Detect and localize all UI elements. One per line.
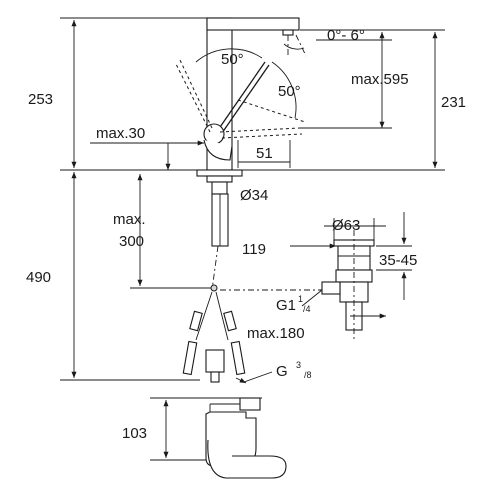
label-tilt: 0°- 6° bbox=[327, 27, 365, 44]
label-drain-max180: max.180 bbox=[247, 325, 305, 342]
hose-end-right bbox=[230, 340, 246, 376]
label-drain-range: 35-45 bbox=[379, 252, 417, 269]
label-thread-g: G bbox=[276, 363, 288, 380]
hose-fitting-right bbox=[223, 310, 237, 332]
label-thread-g-sup: 3 bbox=[296, 360, 301, 370]
label-thread-g1-sub: /4 bbox=[303, 304, 311, 314]
label-angle-top: 50° bbox=[221, 51, 244, 68]
spout-head bbox=[206, 17, 300, 31]
aerator bbox=[282, 29, 294, 36]
angle-arc-top bbox=[195, 48, 263, 63]
label-hose-max: max. bbox=[113, 211, 146, 228]
angle-arc-side bbox=[271, 61, 297, 119]
label-height-253: 253 bbox=[28, 91, 53, 108]
label-depth-490: 490 bbox=[26, 269, 51, 286]
labels: 0°- 6° 50° 50° max.595 253 231 max.30 51… bbox=[26, 27, 466, 442]
side-lever bbox=[239, 397, 261, 411]
label-hose-300: 300 bbox=[119, 233, 144, 250]
lever-handle bbox=[217, 61, 266, 131]
supply-hoses bbox=[60, 172, 330, 384]
label-thread-g-sub: /8 bbox=[304, 370, 312, 380]
label-hole-dia: Ø34 bbox=[240, 187, 268, 204]
label-angle-side: 50° bbox=[278, 83, 301, 100]
faucet-body bbox=[196, 17, 300, 247]
label-lever-max: max.30 bbox=[96, 125, 145, 142]
hose-fitting-left bbox=[189, 310, 203, 332]
label-width-51: 51 bbox=[256, 145, 273, 162]
lever-alt-positions bbox=[175, 59, 306, 139]
label-spout-max: max.595 bbox=[351, 71, 409, 88]
hose-connector bbox=[205, 349, 225, 373]
label-height-103: 103 bbox=[122, 425, 147, 442]
drain-connector bbox=[321, 281, 341, 295]
label-height-231: 231 bbox=[441, 94, 466, 111]
dimension-lines-top bbox=[60, 17, 445, 171]
tilt-arc bbox=[283, 43, 305, 50]
label-thread-g1-sup: 1 bbox=[298, 294, 303, 304]
label-drain-dia: Ø63 bbox=[332, 217, 360, 234]
label-thread-g1: G1 bbox=[276, 297, 296, 314]
faucet-side-view bbox=[150, 397, 287, 479]
lever-cartridge bbox=[203, 139, 233, 161]
side-spout bbox=[207, 439, 287, 479]
drain-assembly bbox=[290, 212, 412, 340]
faucet-base-plate bbox=[196, 169, 243, 177]
label-drain-119: 119 bbox=[242, 241, 266, 258]
hose-end-left bbox=[182, 340, 198, 376]
